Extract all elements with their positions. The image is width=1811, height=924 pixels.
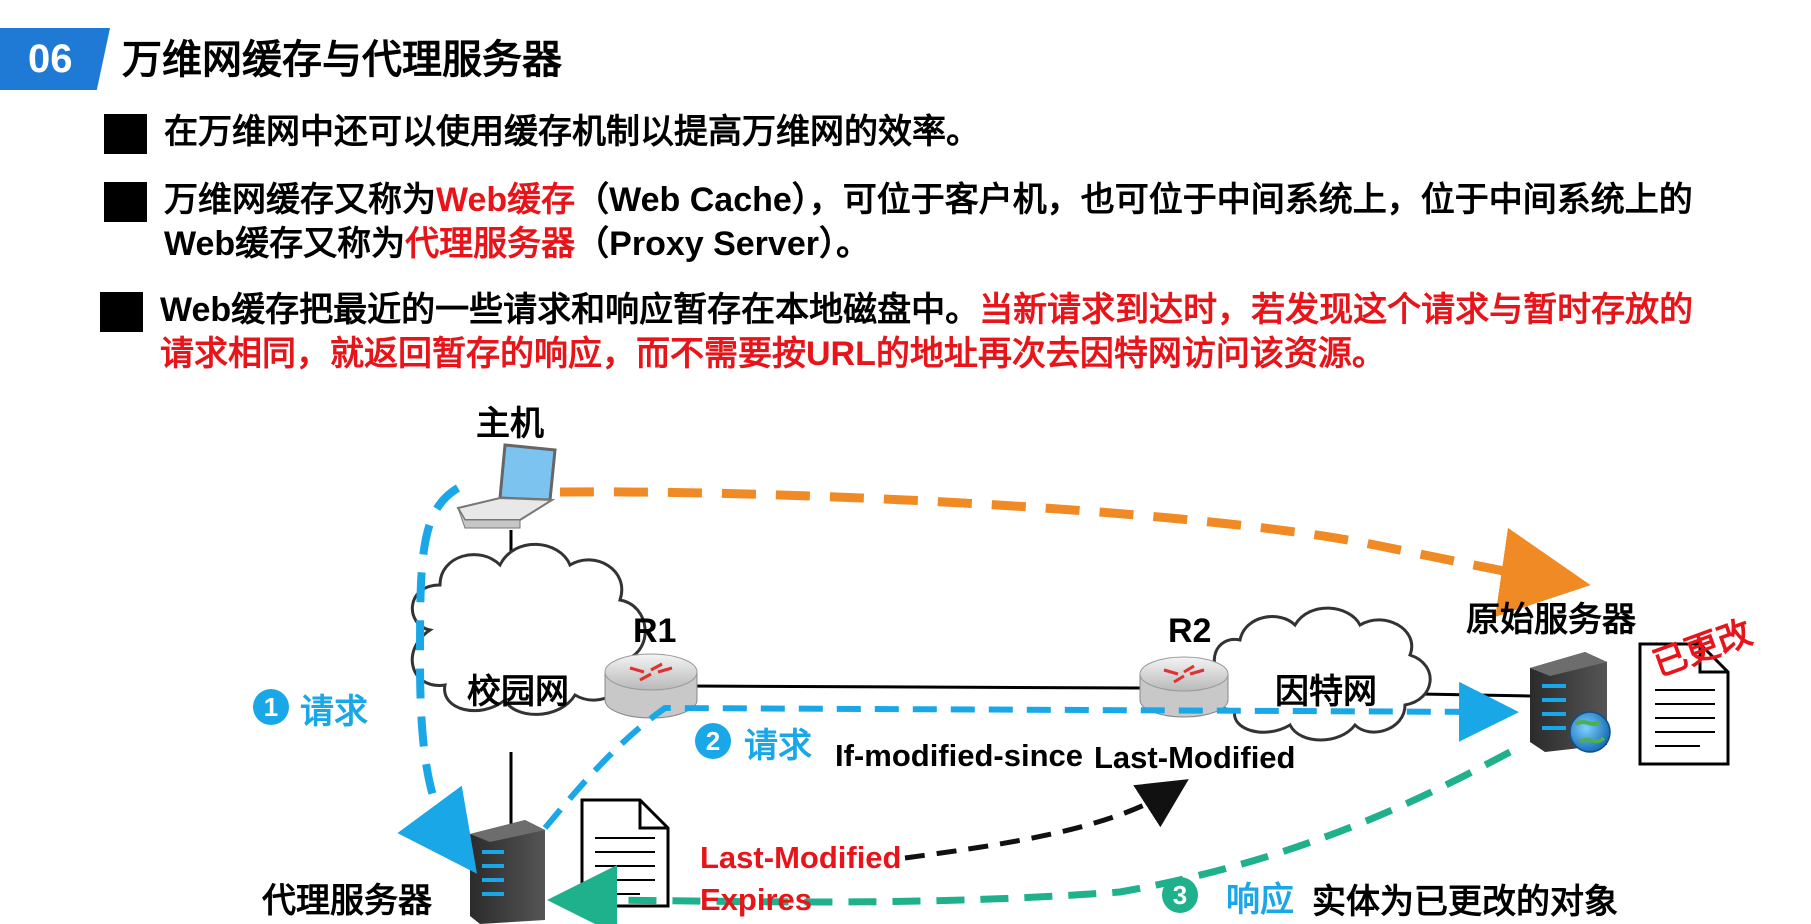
cache-last-modified-label: Last-Modified	[700, 840, 902, 875]
router-r2-icon	[1139, 656, 1229, 718]
internet-to-origin-link	[1419, 692, 1531, 698]
globe-icon	[1569, 711, 1611, 753]
last-modified-compare-arrow	[904, 779, 1189, 861]
origin-document-icon	[1638, 642, 1730, 766]
step-3-text: 响应	[1226, 881, 1294, 919]
orange-direct-arrow	[559, 487, 1591, 617]
bullet-2-proxy-term: 代理服务器	[405, 225, 576, 263]
origin-last-modified-label: Last-Modified	[1094, 740, 1296, 775]
bullet-2-text-c: Web缓存又称为	[164, 225, 406, 263]
step-3-circle	[1162, 877, 1198, 913]
cache-document-icon	[580, 798, 670, 908]
proxy-server-label: 代理服务器	[262, 882, 432, 920]
step-3-description: 实体为已更改的对象	[1312, 883, 1618, 921]
step-3-number: 3	[1172, 880, 1188, 910]
campus-network-label: 校园网	[467, 673, 569, 711]
bullet-square-icon	[100, 292, 143, 332]
campus-cloud-icon	[410, 542, 647, 716]
bullet-square-icon	[104, 114, 147, 154]
step-2-number: 2	[705, 726, 721, 756]
bullet-3-text-red-a: 当新请求到达时，若发现这个请求与暂时存放的	[979, 291, 1694, 329]
bullet-1-text: 在万维网中还可以使用缓存机制以提高万维网的效率。	[164, 113, 980, 151]
bullet-3-line-1: Web缓存把最近的一些请求和响应暂存在本地磁盘中。当新请求到达时，若发现这个请求…	[160, 288, 1693, 332]
step-2-text: 请求	[744, 727, 812, 765]
router-r1-label: R1	[633, 612, 677, 650]
bullet-2-web-cache-term: Web缓存	[436, 181, 576, 219]
bullet-2-text-a: 万维网缓存又称为	[164, 181, 436, 219]
proxy-server-icon	[470, 820, 545, 924]
r1-to-r2-link	[689, 684, 1141, 690]
bullet-2-line-2: Web缓存又称为代理服务器（Proxy Server）。	[164, 222, 870, 266]
origin-server-icon	[1530, 652, 1611, 753]
bullet-2-text-b: （Web Cache），可位于客户机，也可位于中间系统上，位于中间系统上的	[575, 181, 1693, 219]
request-2-arrow	[542, 681, 1519, 830]
step-1-circle	[253, 689, 289, 725]
bullet-2-text-d: （Proxy Server）。	[575, 225, 870, 263]
internet-label: 因特网	[1275, 673, 1377, 711]
router-r1-icon	[604, 653, 698, 719]
bullet-square-icon	[104, 182, 147, 222]
router-r2-label: R2	[1168, 612, 1212, 650]
step-1-number: 1	[263, 692, 279, 722]
cache-expires-label: Expires	[700, 882, 813, 917]
laptop-host-icon	[456, 443, 557, 529]
bullet-3-text-a: Web缓存把最近的一些请求和响应暂存在本地磁盘中。	[160, 291, 980, 329]
slide-number: 06	[28, 37, 73, 81]
if-modified-since-label: If-modified-since	[835, 738, 1084, 773]
slide-number-tag: 06	[0, 28, 110, 90]
host-label: 主机	[476, 405, 544, 443]
origin-server-label: 原始服务器	[1466, 601, 1636, 639]
bullet-2-line-1: 万维网缓存又称为Web缓存（Web Cache），可位于客户机，也可位于中间系统…	[164, 178, 1693, 222]
step-2-circle	[695, 723, 731, 759]
step-1-text: 请求	[300, 693, 368, 731]
internet-cloud-icon	[1211, 606, 1432, 742]
slide-title: 万维网缓存与代理服务器	[122, 38, 562, 82]
bullet-3-line-2: 请求相同，就返回暂存的响应，而不需要按URL的地址再次去因特网访问该资源。	[160, 335, 1386, 373]
